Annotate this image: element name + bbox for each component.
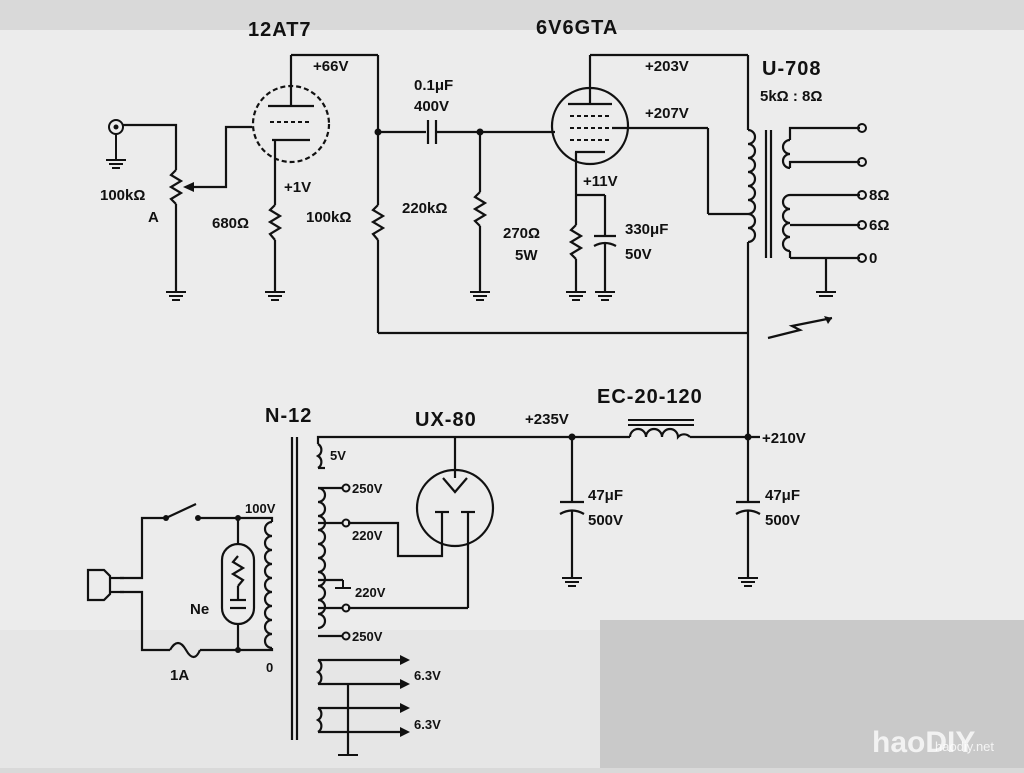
filter-cap1-voltage: 500V <box>588 512 623 529</box>
heater-tap-63-a: 6.3V <box>414 668 441 683</box>
resistor-270-power: 5W <box>515 247 538 264</box>
voltage-12at7-cathode: +1V <box>284 179 311 196</box>
resistor-100k-plate <box>370 204 748 335</box>
voltage-6v6-cathode: +11V <box>583 173 618 190</box>
filter-cap1-value: 47μF <box>588 487 623 504</box>
choke-label: EC-20-120 <box>597 386 703 408</box>
table-surface <box>600 620 1024 768</box>
filter-capacitor-2 <box>735 500 761 587</box>
neon-lamp-label: Ne <box>190 601 209 618</box>
filter-cap2-voltage: 500V <box>765 512 800 529</box>
coupling-cap-voltage: 400V <box>414 98 449 115</box>
voltage-12at7-plate: +66V <box>313 58 348 75</box>
output-transformer-ratio: 5kΩ : 8Ω <box>760 88 822 105</box>
filter-cap2-value: 47μF <box>765 487 800 504</box>
hv-tap-220-lower: 220V <box>355 585 386 600</box>
resistor-270 <box>566 195 586 301</box>
primary-tap-0: 0 <box>266 660 273 675</box>
volume-pot-taper: A <box>148 209 159 226</box>
resistor-100k-label: 100kΩ <box>306 209 351 226</box>
output-transformer <box>746 123 867 333</box>
voltage-rectifier-out: +235V <box>525 411 569 428</box>
output-tap-0: 0 <box>869 250 877 267</box>
primary-tap-100v: 100V <box>245 501 276 516</box>
capacitor-330-value: 330μF <box>625 221 668 238</box>
coupling-cap-value: 0.1μF <box>414 77 453 94</box>
mains-primary-circuit <box>120 503 274 659</box>
watermark-url: haodiy.net <box>935 739 994 754</box>
paper-sheet <box>0 30 1024 630</box>
b-plus-rail <box>690 333 760 500</box>
resistor-220k-grid <box>470 128 490 301</box>
power-transformer-n12 <box>263 435 455 756</box>
tube-6v6gta-label: 6V6GTA <box>536 17 618 39</box>
mains-plug <box>86 568 124 602</box>
output-tap-6: 6Ω <box>869 217 889 234</box>
resistor-680-label: 680Ω <box>212 215 249 232</box>
tube-12at7-label: 12AT7 <box>248 19 312 41</box>
fuse-label: 1A <box>170 667 189 684</box>
voltage-b-plus: +210V <box>762 430 806 447</box>
choke-ec-20-120 <box>480 419 694 441</box>
input-jack <box>106 119 178 170</box>
voltage-6v6-screen: +207V <box>645 105 689 122</box>
tube-ux80-label: UX-80 <box>415 409 477 431</box>
resistor-220k-label: 220kΩ <box>402 200 447 217</box>
resistor-270-value: 270Ω <box>503 225 540 242</box>
voltage-6v6-plate: +203V <box>645 58 689 75</box>
hv-tap-220-upper: 220V <box>352 528 383 543</box>
tube-ux-80 <box>348 435 495 610</box>
watermark-logo: haoDIY <box>872 726 975 759</box>
output-tap-8: 8Ω <box>869 187 889 204</box>
volume-pot-value: 100kΩ <box>100 187 145 204</box>
resistor-680 <box>265 204 285 301</box>
output-transformer-name: U-708 <box>762 58 821 80</box>
capacitor-330uf <box>593 195 617 301</box>
filter-capacitor-1 <box>559 437 585 587</box>
neon-lamp <box>220 542 256 626</box>
heater-tap-5v: 5V <box>330 448 346 463</box>
heater-tap-63-b: 6.3V <box>414 717 441 732</box>
tube-6v6gta <box>550 53 750 216</box>
capacitor-330-voltage: 50V <box>625 246 652 263</box>
power-transformer-name: N-12 <box>265 405 312 427</box>
hv-tap-250-lower: 250V <box>352 629 383 644</box>
volume-potentiometer <box>166 125 252 301</box>
coupling-capacitor <box>374 120 555 144</box>
nfb-break-symbol <box>767 316 833 340</box>
hv-tap-250-upper: 250V <box>352 481 383 496</box>
